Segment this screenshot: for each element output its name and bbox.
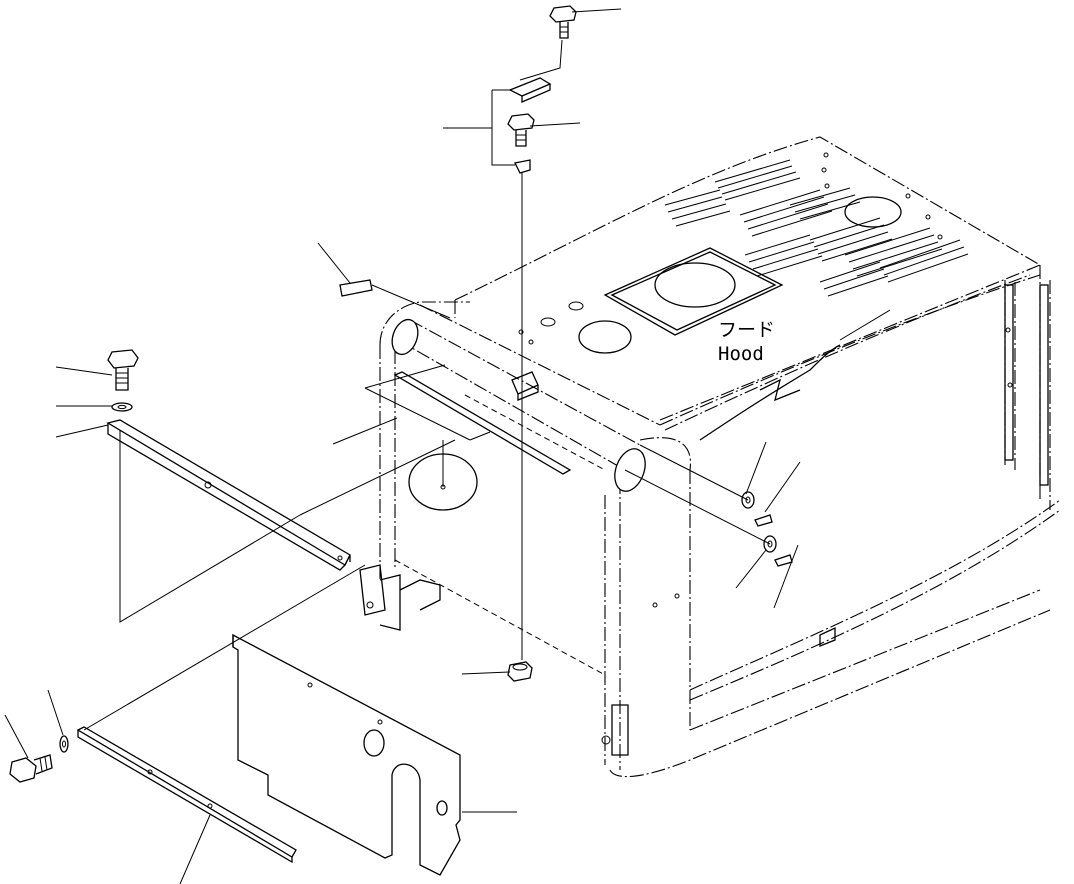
left-bolt-large (107, 349, 139, 391)
right-pin-1 (754, 514, 773, 527)
bar-install-line (83, 564, 366, 731)
bottom-bolt (9, 754, 53, 783)
bottom-nut (507, 661, 533, 682)
hood-assembly (359, 136, 1061, 778)
leader-lines (4, 8, 801, 884)
rubber-cover (408, 440, 478, 511)
top-bolt-2 (507, 113, 535, 147)
hood-label-japanese: フード (718, 319, 775, 341)
right-washer-2 (763, 535, 777, 553)
install-line-top (519, 39, 563, 81)
pin-install-line-2 (624, 469, 771, 545)
angle-bracket (106, 419, 351, 571)
center-latch (511, 371, 539, 401)
bottom-bar (76, 726, 297, 864)
top-bracket-plate (508, 77, 552, 103)
rod-top-left (339, 279, 451, 319)
bracket-install-line-2 (299, 439, 456, 516)
right-washer-1 (741, 491, 755, 509)
top-bolt-1 (549, 5, 577, 39)
seal-strip (364, 364, 572, 475)
small-clip (514, 159, 531, 174)
right-pin-2 (774, 554, 793, 567)
left-washer (111, 402, 133, 412)
vent-grille (664, 159, 969, 297)
pin-install-line-1 (639, 444, 749, 501)
bracket-install-line (119, 430, 301, 623)
front-cover-panel (232, 633, 461, 876)
hood-label-english: Hood (718, 343, 764, 365)
bottom-washer (59, 735, 69, 753)
